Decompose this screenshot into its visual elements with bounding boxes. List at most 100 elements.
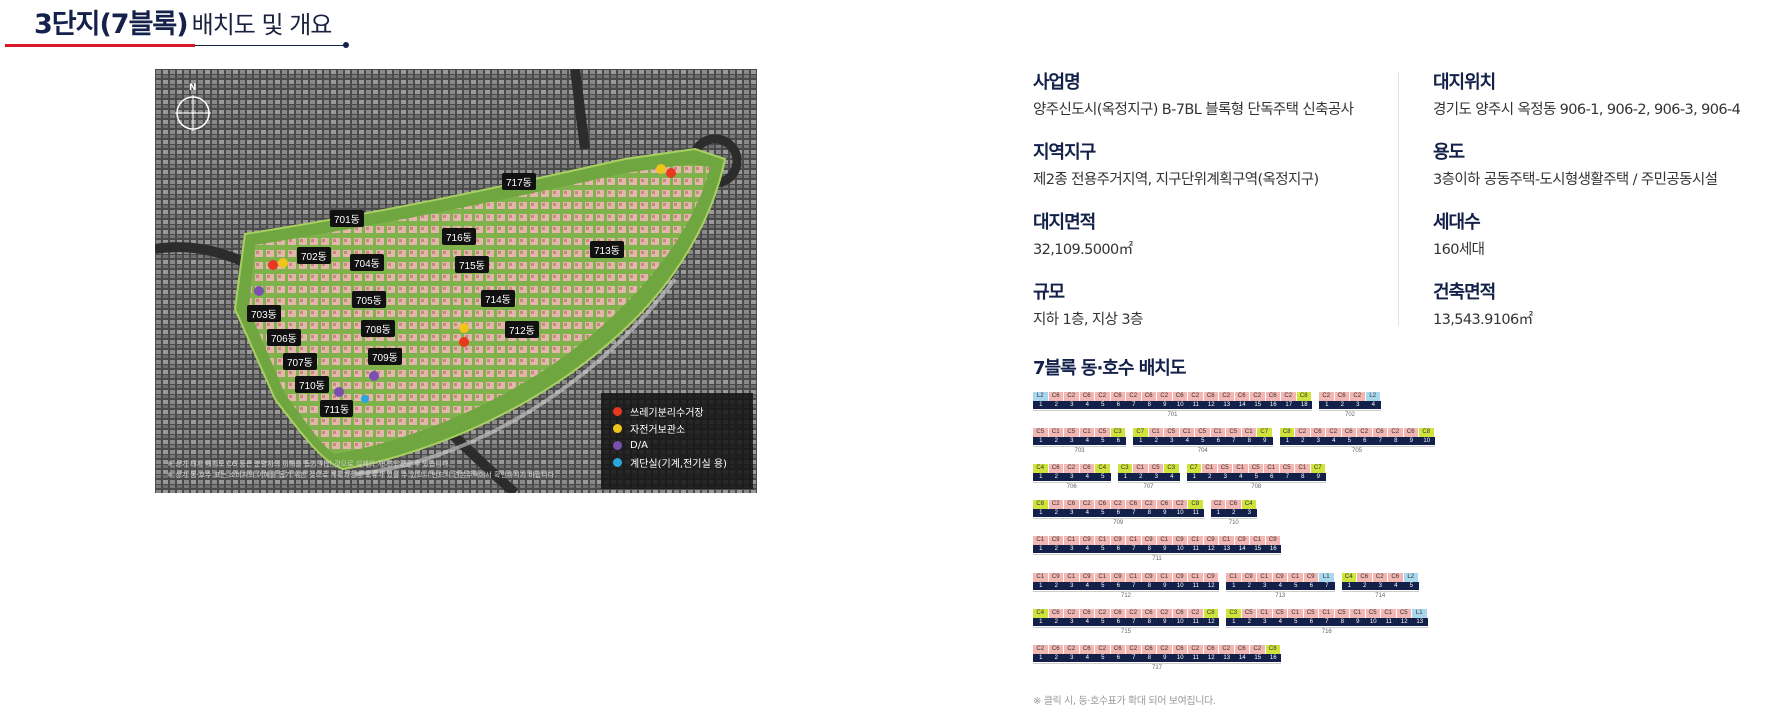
unit-type-cell: C1 xyxy=(1079,428,1095,437)
unit-number-cell: 3 xyxy=(1154,474,1158,480)
unit-number-cell: 16 xyxy=(1269,402,1277,408)
unit-block-label: 709 xyxy=(1033,518,1204,526)
unit-type-cell: C1 xyxy=(1188,573,1204,582)
unit-number-cell: 13 xyxy=(1223,402,1231,408)
page-header: 3단지(7블록)배치도 및 개요 xyxy=(34,2,333,42)
unit-number-cell: 1 xyxy=(1039,655,1043,661)
unit-number-cell: 2 xyxy=(1054,438,1058,444)
unit-number-cell: 2 xyxy=(1340,402,1344,408)
overview-item-households: 세대수 160세대 xyxy=(1433,208,1773,278)
unit-number-cell: 4 xyxy=(1170,474,1174,480)
unit-type-cell: C5 xyxy=(1279,464,1295,473)
unit-number-cell: 4 xyxy=(1085,583,1089,589)
legend-label: 자전거보관소 xyxy=(630,425,686,436)
unit-number-cell: 15 xyxy=(1254,546,1262,552)
dong-label-712: 712동 xyxy=(505,321,539,338)
legend-item: 계단실(기계,전기실 용) xyxy=(613,454,741,471)
unit-number-cell: 7 xyxy=(1378,438,1382,444)
unit-number-cell: 1 xyxy=(1123,474,1127,480)
unit-type-cell: C2 xyxy=(1350,392,1366,401)
site-plan-map[interactable]: N 701동 702동 703동 704동 705동 706동 707동 708… xyxy=(155,69,757,493)
unit-number-cell: 1 xyxy=(1216,510,1220,516)
unit-type-cell: C5 xyxy=(1064,428,1080,437)
unit-type-cell: C4 xyxy=(1033,464,1049,473)
unit-number-cell: 8 xyxy=(1147,546,1151,552)
unit-number-cell: 4 xyxy=(1371,402,1375,408)
unit-number-cell: 2 xyxy=(1247,619,1251,625)
overview-item-location: 대지위치 경기도 양주시 옥정동 906-1, 906-2, 906-3, 90… xyxy=(1433,68,1773,138)
unit-number-cell: 8 xyxy=(1147,619,1151,625)
unit-layout-title: 7블록 동·호수 배치도 xyxy=(1033,358,1186,379)
unit-number-cell: 3 xyxy=(1070,402,1074,408)
unit-type-cell: C1 xyxy=(1350,609,1366,618)
unit-number-cell: 2 xyxy=(1054,402,1058,408)
unit-number-cell: 9 xyxy=(1163,583,1167,589)
overview-value: 160세대 xyxy=(1433,242,1485,258)
unit-number-cell: 7 xyxy=(1325,583,1329,589)
unit-layout-footnote: ※ 클릭 시, 동·호수표가 확대 되어 보여집니다. xyxy=(1033,696,1216,707)
unit-type-cell: C9 xyxy=(1110,536,1126,545)
unit-type-cell: C5 xyxy=(1148,464,1164,473)
unit-number-cell: 10 xyxy=(1423,438,1431,444)
overview-label: 규모 xyxy=(1033,282,1065,303)
unit-number-cell: 2 xyxy=(1054,510,1058,516)
map-legend: 쓰레기분리수거장 자전거보관소 D/A 계단실(기계,전기실 용) xyxy=(601,393,753,489)
unit-type-cell: C5 xyxy=(1303,609,1319,618)
unit-type-cell: C1 xyxy=(1295,464,1311,473)
unit-number-cell: 3 xyxy=(1263,619,1267,625)
unit-type-cell: C9 xyxy=(1079,536,1095,545)
unit-type-cell: L1 xyxy=(1319,573,1335,582)
unit-number-cell: 6 xyxy=(1116,619,1120,625)
dong-label-708: 708동 xyxy=(361,320,395,337)
unit-type-cell: C1 xyxy=(1226,573,1242,582)
unit-block-label: 716 xyxy=(1226,627,1428,635)
unit-number-cell: 6 xyxy=(1116,438,1120,444)
unit-type-cell: C2 xyxy=(1064,392,1080,401)
overview-value: 13,543.9106㎡ xyxy=(1433,312,1533,328)
unit-number-cell: 11 xyxy=(1192,402,1199,408)
unit-number-cell: 1 xyxy=(1232,619,1236,625)
page-subtitle: 배치도 및 개요 xyxy=(191,11,333,39)
unit-type-cell: L1 xyxy=(1412,609,1428,618)
unit-type-cell: C6 xyxy=(1079,464,1095,473)
unit-type-cell: C1 xyxy=(1250,536,1266,545)
unit-type-cell: C6 xyxy=(1310,428,1326,437)
unit-number-cell: 6 xyxy=(1116,655,1120,661)
unit-block-label: 711 xyxy=(1033,554,1281,562)
unit-type-cell: C2 xyxy=(1064,464,1080,473)
unit-type-cell: C9 xyxy=(1241,573,1257,582)
unit-number-cell: 11 xyxy=(1192,583,1199,589)
legend-item: 자전거보관소 xyxy=(613,420,741,437)
unit-number-cell: 14 xyxy=(1238,402,1246,408)
unit-number-cell: 3 xyxy=(1356,402,1360,408)
unit-number-cell: 7 xyxy=(1132,655,1136,661)
dong-label-716: 716동 xyxy=(442,228,476,245)
unit-number-cell: 3 xyxy=(1070,438,1074,444)
unit-number-cell: 8 xyxy=(1147,583,1151,589)
unit-number-cell: 8 xyxy=(1340,619,1344,625)
unit-type-cell: C6 xyxy=(1141,609,1157,618)
unit-number-cell: 16 xyxy=(1269,546,1277,552)
